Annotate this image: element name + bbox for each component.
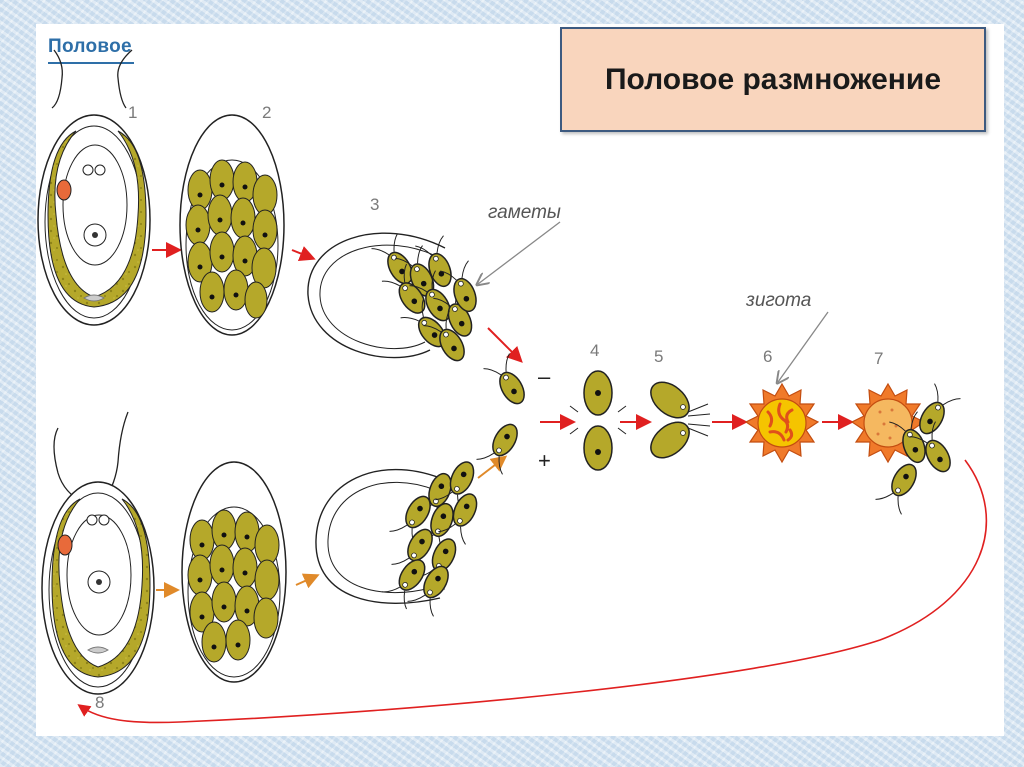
- return-arrow: [77, 459, 988, 724]
- stage-number-7: 7: [874, 349, 883, 368]
- plus-sign: +: [538, 448, 551, 473]
- arrow-2-3-top: [291, 246, 316, 261]
- arrow-top-to-fusion: [487, 327, 523, 363]
- arrow-2-3-bottom: [295, 573, 320, 589]
- stage2-top-cell: [179, 114, 285, 336]
- stage1-top-cell: [37, 49, 151, 326]
- minus-sign: –: [538, 364, 551, 389]
- gametes-label: гаметы: [488, 202, 561, 223]
- arrow-bottom-to-fusion: [477, 455, 508, 479]
- stage-number-5: 5: [654, 347, 663, 366]
- zygote-label: зигота: [745, 290, 811, 311]
- stage7-germination: [850, 382, 962, 516]
- stage5-fusion: [650, 381, 711, 459]
- section-heading: Половое: [48, 36, 132, 57]
- stage6-zygote: [744, 382, 820, 464]
- stage3-bottom-release: [315, 455, 487, 618]
- stage3-top-release: [307, 232, 486, 368]
- page-title: Половое размножение: [604, 62, 942, 96]
- stage-number-3: 3: [370, 195, 379, 214]
- zygote-pointer: [778, 311, 829, 382]
- stage2-bottom-cell: [181, 461, 287, 683]
- stage-number-4: 4: [590, 341, 599, 360]
- title-box: Половое размножение: [560, 27, 986, 132]
- stage4-pairing: [569, 370, 627, 471]
- heading-underline: [48, 62, 134, 64]
- stage-number-6: 6: [763, 347, 772, 366]
- stage1-bottom-cell: [41, 411, 155, 695]
- stage-number-2: 2: [262, 103, 271, 122]
- fusing-gametes: [475, 352, 535, 476]
- stage-number-1: 1: [128, 103, 137, 122]
- gametes-pointer: [478, 221, 561, 284]
- stage-number-8: 8: [95, 693, 104, 712]
